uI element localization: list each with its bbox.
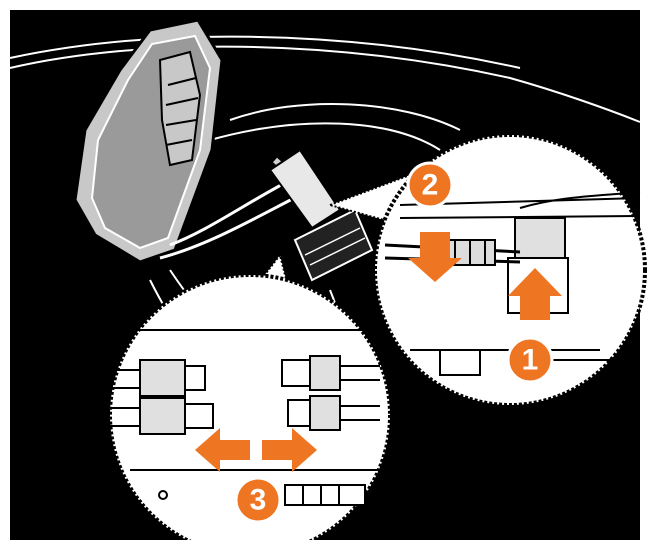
step-2-badge bbox=[406, 161, 454, 209]
headset-unit bbox=[73, 18, 224, 264]
callout-disconnect: 3 bbox=[108, 252, 392, 540]
double-arrow-horizontal-icon bbox=[262, 428, 317, 472]
step-1-badge bbox=[506, 336, 554, 384]
step-1-number: 1 bbox=[522, 344, 539, 377]
callout-circle bbox=[108, 273, 392, 540]
callout-connect: 2 1 bbox=[326, 133, 647, 407]
step-3-number: 3 bbox=[250, 484, 267, 517]
mounting-clip bbox=[268, 148, 374, 282]
arrow-left-icon bbox=[195, 428, 250, 472]
arrow-down-icon bbox=[408, 232, 462, 282]
step-2-number: 2 bbox=[422, 169, 439, 202]
step-3-badge bbox=[234, 476, 282, 524]
arrow-up-icon bbox=[508, 268, 562, 320]
